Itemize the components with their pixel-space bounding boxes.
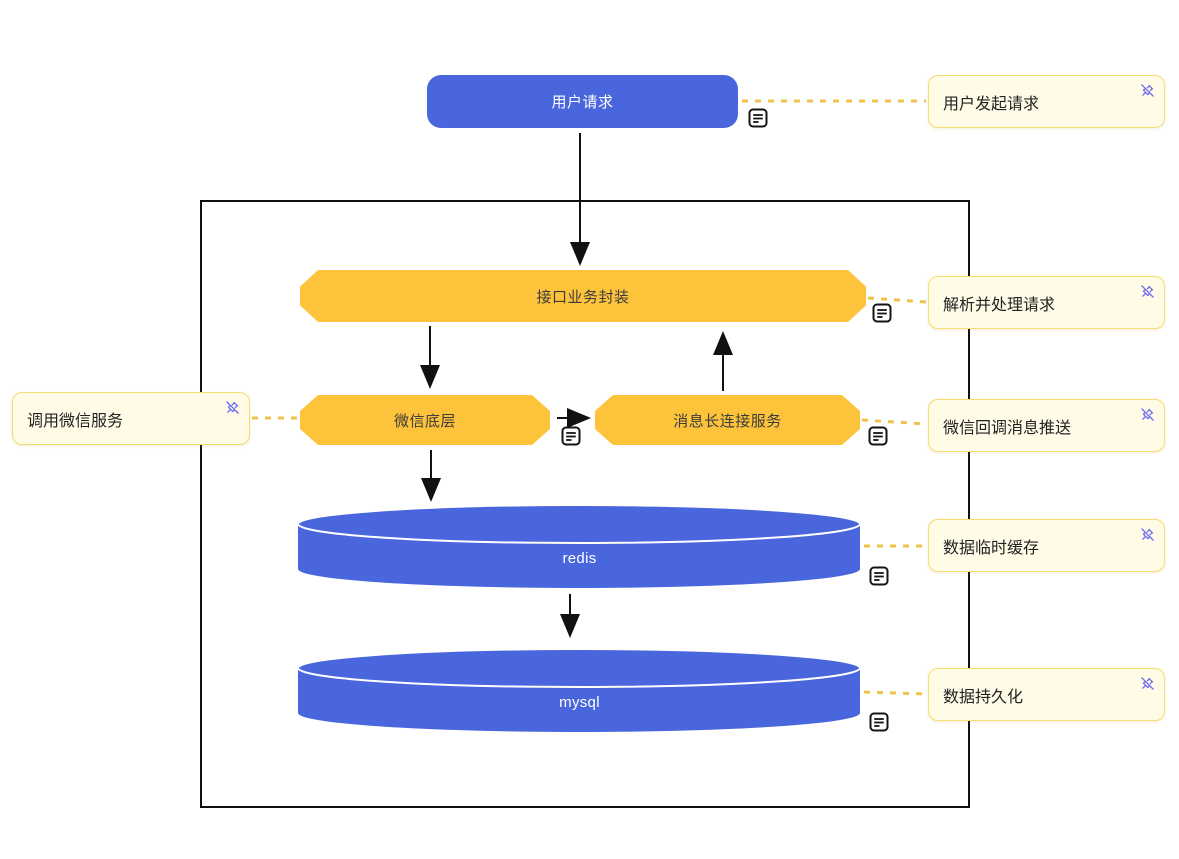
note-call-wechat[interactable]: 调用微信服务 (12, 392, 250, 445)
document-lines-icon[interactable] (872, 303, 892, 323)
note-temp-cache-label: 数据临时缓存 (943, 539, 1040, 557)
note-temp-cache[interactable]: 数据临时缓存 (928, 519, 1165, 572)
note-wechat-callback-label: 微信回调消息推送 (943, 419, 1072, 437)
note-user-initiates-label: 用户发起请求 (943, 95, 1040, 113)
node-redis-cylinder[interactable]: redis (297, 504, 862, 590)
node-user-request[interactable]: 用户请求 (427, 75, 738, 128)
pin-off-icon[interactable] (225, 400, 240, 415)
node-redis-label: redis (562, 550, 597, 567)
node-msg-long-conn-label: 消息长连接服务 (673, 412, 782, 430)
node-wechat-base-label: 微信底层 (393, 412, 456, 430)
document-lines-icon[interactable] (868, 426, 888, 446)
note-call-wechat-label: 调用微信服务 (27, 412, 124, 430)
node-api-wrapper-label: 接口业务封装 (536, 288, 630, 306)
node-msg-long-conn[interactable]: 消息长连接服务 (595, 395, 860, 445)
note-parse-handle-label: 解析并处理请求 (943, 296, 1056, 314)
document-lines-icon[interactable] (561, 426, 581, 446)
note-wechat-callback[interactable]: 微信回调消息推送 (928, 399, 1165, 452)
database-cylinder-shape (297, 648, 861, 732)
node-user-request-label: 用户请求 (551, 94, 614, 111)
node-api-wrapper[interactable]: 接口业务封装 (300, 270, 866, 322)
note-user-initiates[interactable]: 用户发起请求 (928, 75, 1165, 128)
pin-off-icon[interactable] (1140, 527, 1155, 542)
pin-off-icon[interactable] (1140, 407, 1155, 422)
pin-off-icon[interactable] (1140, 83, 1155, 98)
pin-off-icon[interactable] (1140, 676, 1155, 691)
note-persistence-label: 数据持久化 (943, 688, 1024, 706)
note-persistence[interactable]: 数据持久化 (928, 668, 1165, 721)
note-parse-handle[interactable]: 解析并处理请求 (928, 276, 1165, 329)
service-boundary-frame (200, 200, 970, 808)
document-lines-icon[interactable] (748, 108, 768, 128)
node-wechat-base[interactable]: 微信底层 (300, 395, 550, 445)
document-lines-icon[interactable] (869, 566, 889, 586)
database-cylinder-shape (297, 504, 861, 588)
node-mysql-cylinder[interactable]: mysql (297, 648, 862, 734)
document-lines-icon[interactable] (869, 712, 889, 732)
node-mysql-label: mysql (559, 694, 600, 711)
pin-off-icon[interactable] (1140, 284, 1155, 299)
